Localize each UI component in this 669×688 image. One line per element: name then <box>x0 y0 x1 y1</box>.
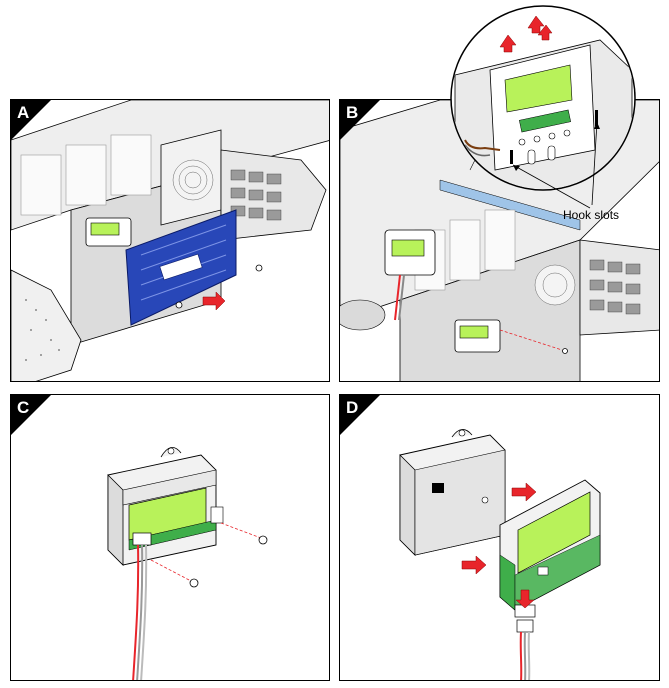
screw-icon <box>175 264 263 309</box>
panel-b-illustration <box>340 100 659 381</box>
panel-c: C <box>10 394 330 681</box>
lcd-screen-d <box>517 491 591 574</box>
panel-c-illustration <box>107 447 268 680</box>
panel-a-corner-tab <box>11 100 51 140</box>
lcd-screen-b <box>391 239 425 257</box>
panel-a: A <box>10 99 330 382</box>
lcd-screen-b2 <box>459 325 489 339</box>
panel-b-label: B <box>346 103 359 122</box>
panel-b-corner-tab <box>340 100 380 140</box>
red-arrow-icon <box>499 15 553 53</box>
panel-d-illustration <box>399 429 601 680</box>
panel-d-corner-tab <box>340 395 380 435</box>
cable-connector <box>132 532 152 546</box>
panel-c-corner-tab <box>11 395 51 435</box>
screw-icon <box>562 348 568 354</box>
red-arrow-icon <box>202 291 226 311</box>
panel-d: D <box>339 394 660 681</box>
lcd-screen-a <box>90 222 120 236</box>
red-arrow-icon <box>461 482 537 609</box>
panel-b: B <box>339 99 660 382</box>
panel-a-illustration <box>11 100 329 381</box>
panel-d-label: D <box>346 398 359 417</box>
screw-icon <box>189 535 268 588</box>
panel-c-label: C <box>17 398 30 417</box>
panel-a-label: A <box>17 103 30 122</box>
hook-slots-callout: Hook slots <box>563 208 620 222</box>
